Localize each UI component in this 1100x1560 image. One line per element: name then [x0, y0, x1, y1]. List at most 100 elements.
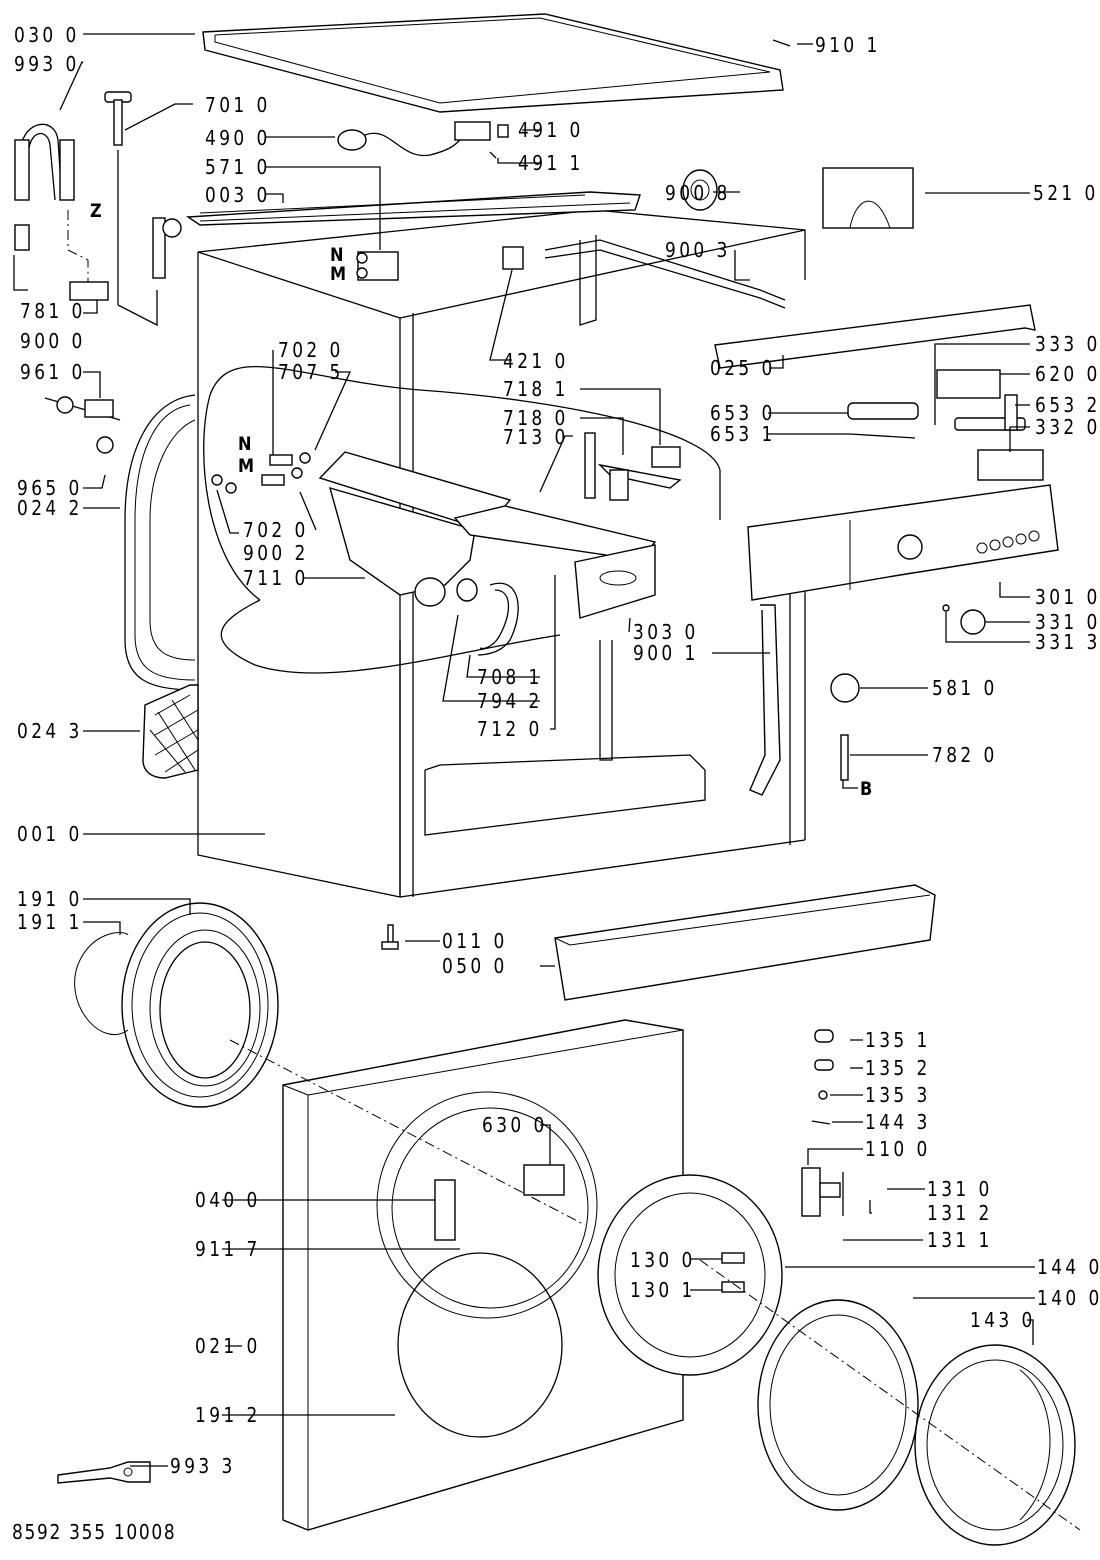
callout-718-0: 718 0	[503, 406, 569, 430]
callout-024-2: 024 2	[17, 496, 83, 520]
callout-794-2: 794 2	[477, 689, 543, 713]
callout-333-0: 333 0	[1035, 332, 1100, 356]
inlet-valve-part	[356, 251, 399, 281]
callout-303-0: 303 0	[633, 620, 699, 644]
callout-144-0: 144 0	[1037, 1255, 1100, 1279]
callout-707-5: 707 5	[278, 360, 344, 384]
callout-130-0: 130 0	[630, 1248, 696, 1272]
callout-713-0: 713 0	[503, 425, 569, 449]
panel-rail-part	[714, 304, 1036, 369]
callout-025-0: 025 0	[710, 356, 776, 380]
callout-781-0: 781 0	[20, 299, 86, 323]
callout-653-0: 653 0	[710, 401, 776, 425]
callout-143-0: 143 0	[970, 1308, 1036, 1332]
hinge-part	[434, 1179, 456, 1241]
filter-cover-part	[142, 684, 199, 779]
callout-021-0: 021 0	[195, 1334, 261, 1358]
callout-130-1: 130 1	[630, 1278, 696, 1302]
mains-cable-part	[337, 129, 461, 157]
callout-491-0: 491 0	[518, 118, 584, 142]
callout-653-1: 653 1	[710, 422, 776, 446]
callout-140-0: 140 0	[1037, 1286, 1100, 1310]
callout-782-0: 782 0	[932, 743, 998, 767]
callout-011-0: 011 0	[442, 929, 508, 953]
callout-001-0: 001 0	[17, 822, 83, 846]
callout-993-3: 993 3	[170, 1454, 236, 1478]
door-glass-part	[757, 1299, 919, 1511]
knob-part	[960, 609, 986, 635]
buttons-part	[977, 449, 1044, 481]
heater-part	[44, 396, 121, 454]
screw-part	[772, 39, 791, 47]
callout-581-0: 581 0	[932, 676, 998, 700]
callout-421-0: 421 0	[503, 349, 569, 373]
callout-712-0: 712 0	[477, 717, 543, 741]
callout-191-2: 191 2	[195, 1403, 261, 1427]
top-cover-part	[202, 13, 784, 113]
marker-m-valve: M	[330, 263, 347, 285]
callout-003-0: 003 0	[205, 183, 271, 207]
door-frame-part	[597, 1174, 783, 1376]
pressure-switch-part	[830, 673, 860, 703]
callout-900-2: 900 2	[243, 541, 309, 565]
leader-lines	[13, 33, 1035, 1467]
pcb-part	[936, 369, 1001, 399]
callout-702-0-b: 702 0	[243, 518, 309, 542]
inlet-hose-part	[14, 123, 89, 290]
callout-571-0: 571 0	[205, 155, 271, 179]
nozzle-part	[269, 454, 293, 466]
callout-965-0: 965 0	[17, 476, 83, 500]
suppressor-part	[502, 246, 524, 270]
document-number: 8592 355 10008	[12, 1520, 177, 1544]
control-panel-part	[747, 484, 1059, 601]
callout-030-0: 030 0	[14, 23, 80, 47]
callout-131-1: 131 1	[927, 1228, 993, 1252]
callout-331-0: 331 0	[1035, 610, 1100, 634]
marker-n-valve: N	[330, 244, 344, 266]
callout-900-3: 900 3	[665, 238, 731, 262]
callout-630-0: 630 0	[482, 1113, 548, 1137]
pin-part	[814, 1029, 834, 1043]
cabinet-part	[197, 209, 806, 898]
bracket-part	[69, 281, 109, 301]
callout-301-0: 301 0	[1035, 585, 1100, 609]
marker-m-nozzle: M	[238, 455, 255, 477]
callout-910-1: 910 1	[815, 33, 881, 57]
outer-door-part	[914, 1344, 1076, 1546]
callout-718-1: 718 1	[503, 377, 569, 401]
door-lock-housing-part	[682, 169, 718, 211]
callout-521-0: 521 0	[1033, 181, 1099, 205]
callout-491-1: 491 1	[518, 151, 584, 175]
callout-332-0: 332 0	[1035, 415, 1100, 439]
pressure-hose-part	[840, 734, 849, 781]
callout-708-1: 708 1	[477, 665, 543, 689]
callout-620-0: 620 0	[1035, 362, 1100, 386]
callout-701-0: 701 0	[205, 93, 271, 117]
plinth-part	[554, 884, 936, 1001]
callout-191-0: 191 0	[17, 887, 83, 911]
callout-040-0: 040 0	[195, 1188, 261, 1212]
callout-900-8: 900 8	[665, 181, 731, 205]
door-handle-part	[801, 1167, 821, 1217]
callout-653-2: 653 2	[1035, 393, 1100, 417]
light-guide-part	[847, 402, 919, 420]
callout-135-1: 135 1	[865, 1028, 931, 1052]
callout-050-0: 050 0	[442, 954, 508, 978]
clamp-ring-part	[397, 1252, 563, 1438]
marker-n-nozzle: N	[238, 433, 252, 455]
callout-131-0: 131 0	[927, 1177, 993, 1201]
callout-900-0: 900 0	[20, 329, 86, 353]
foot-part	[381, 924, 399, 950]
callout-135-3: 135 3	[865, 1083, 931, 1107]
callout-144-3: 144 3	[865, 1110, 931, 1134]
drain-hose-part	[456, 578, 519, 656]
detergent-drawer-part	[453, 505, 657, 619]
marker-b: B	[860, 778, 873, 800]
callout-900-1: 900 1	[633, 641, 699, 665]
callout-191-1: 191 1	[17, 910, 83, 934]
callout-702-0-a: 702 0	[278, 338, 344, 362]
callout-911-7: 911 7	[195, 1237, 261, 1261]
callout-490-0: 490 0	[205, 126, 271, 150]
